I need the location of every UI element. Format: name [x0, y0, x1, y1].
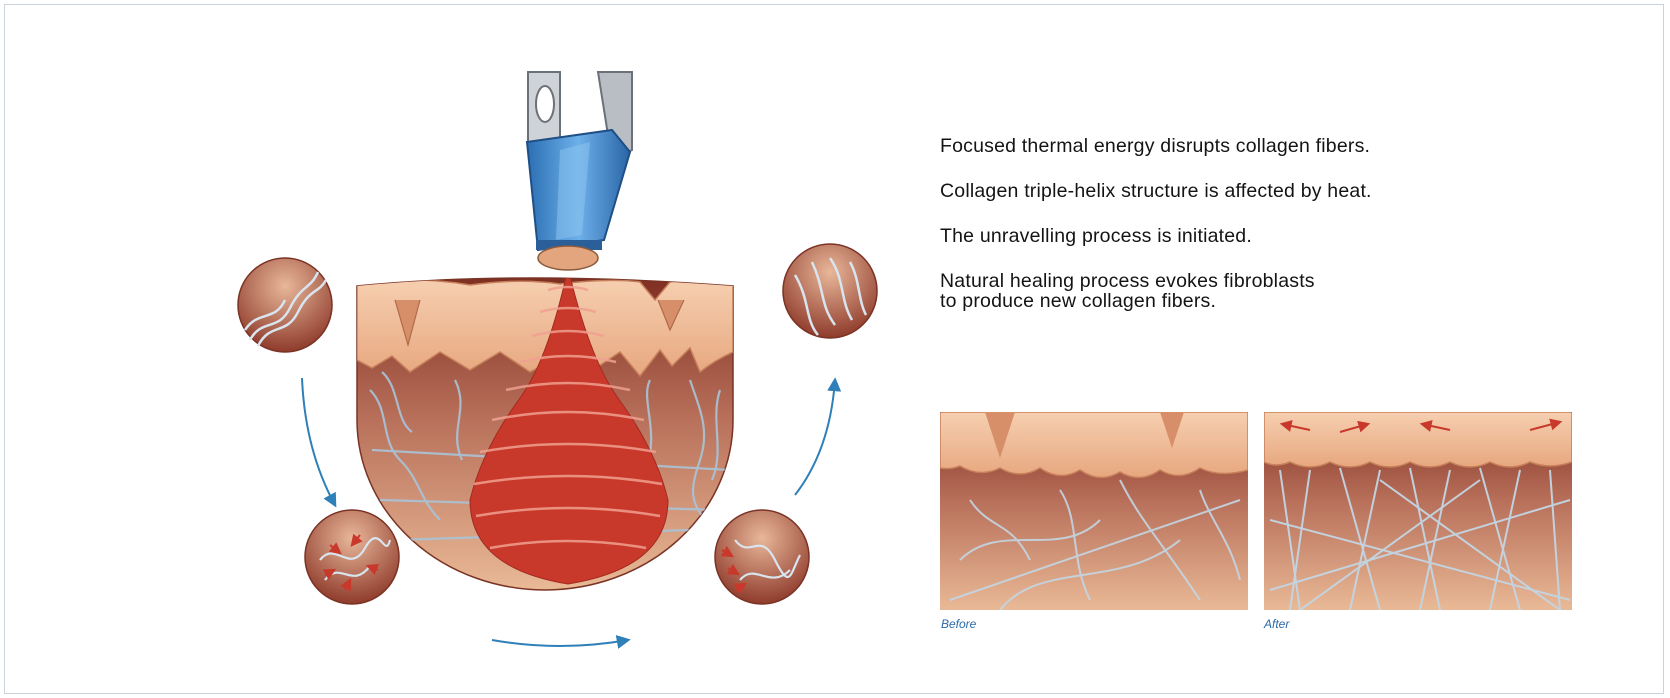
- before-panel: [940, 412, 1248, 610]
- collagen-heated-circle: [305, 510, 399, 604]
- collagen-intact-circle: [238, 258, 332, 352]
- process-steps: Focused thermal energy disrupts collagen…: [940, 136, 1560, 336]
- step-3-text: The unravelling process is initiated.: [940, 226, 1560, 246]
- collagen-unravelling-circle: [715, 510, 809, 604]
- after-caption: After: [1264, 617, 1289, 631]
- skin-cross-section: [357, 268, 733, 590]
- step-1-text: Focused thermal energy disrupts collagen…: [940, 136, 1560, 156]
- step-2-text: Collagen triple-helix structure is affec…: [940, 181, 1560, 201]
- after-panel: [1264, 412, 1572, 610]
- probe-handpiece: [527, 72, 632, 270]
- step-4-text: Natural healing process evokes fibroblas…: [940, 271, 1560, 311]
- collagen-new-fibers-circle: [783, 244, 877, 338]
- before-caption: Before: [941, 617, 976, 631]
